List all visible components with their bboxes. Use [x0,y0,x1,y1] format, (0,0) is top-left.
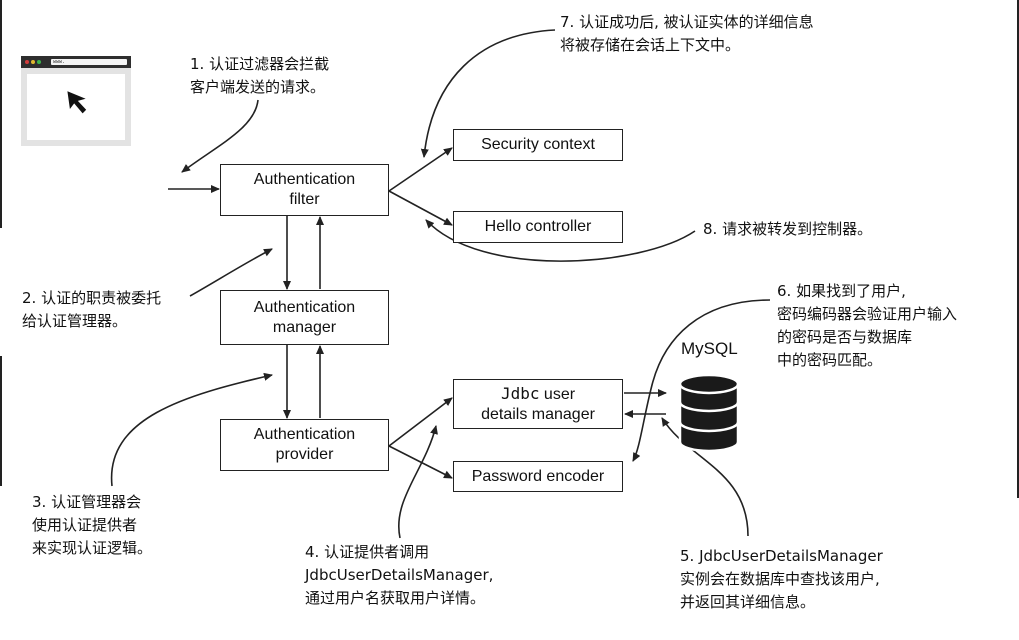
browser-maximize-dot [37,60,41,64]
pointer-note-7 [420,29,556,158]
jdbc-prefix: Jdbc [500,383,540,403]
jdbc-suffix: user details manager [481,385,595,423]
note-2: 2. 认证的职责被委托 给认证管理器。 [22,289,162,330]
note-7: 7. 认证成功后, 被认证实体的详细信息 将被存储在会话上下文中。 [560,13,814,54]
note-5: 5. JdbcUserDetailsManager 实例会在数据库中查找该用户,… [680,547,883,611]
authentication-provider-box: Authentication provider [220,419,389,471]
database-icon [678,373,740,453]
provider-to-encoder-arrow [388,445,453,479]
security-context-box: Security context [453,129,623,161]
browser-minimize-dot [31,60,35,64]
pointer-note-8 [425,219,696,262]
filter-to-hello-controller-arrow [388,190,453,226]
cursor-icon [67,91,87,114]
browser-title-bar: www. [21,56,131,68]
note-3: 3. 认证管理器会 使用认证提供者 来实现认证逻辑。 [32,493,153,557]
password-encoder-box: Password encoder [453,461,623,492]
browser-viewport [27,74,125,140]
note-4: 4. 认证提供者调用 JdbcUserDetailsManager, 通过用户名… [305,543,494,607]
note-8: 8. 请求被转发到控制器。 [703,220,873,238]
left-edge-line-top [0,0,2,228]
pointer-note-1 [181,99,259,173]
provider-to-jdbc-arrow [388,397,453,447]
browser-url-bar: www. [51,59,127,65]
right-edge-line [1017,0,1019,498]
filter-to-security-context-arrow [388,147,453,192]
pointer-note-3 [110,372,273,487]
authentication-filter-box: Authentication filter [220,164,389,216]
pointer-note-6 [632,299,771,462]
browser-window-illustration: www. [21,56,131,146]
pointer-note-5 [661,417,749,537]
jdbc-user-details-manager-label: Jdbc user details manager [481,384,595,425]
browser-close-dot [25,60,29,64]
hello-controller-box: Hello controller [453,211,623,243]
jdbc-user-details-manager-box: Jdbc user details manager [453,379,623,429]
note-6: 6. 如果找到了用户, 密码编码器会验证用户输入 的密码是否与数据库 中的密码匹… [777,282,958,369]
note-1: 1. 认证过滤器会拦截 客户端发送的请求。 [190,55,330,96]
left-edge-line-bottom [0,356,2,486]
authentication-manager-box: Authentication manager [220,290,389,345]
pointer-note-4 [398,425,438,539]
mysql-label: MySQL [681,339,738,358]
pointer-note-2 [189,248,273,297]
